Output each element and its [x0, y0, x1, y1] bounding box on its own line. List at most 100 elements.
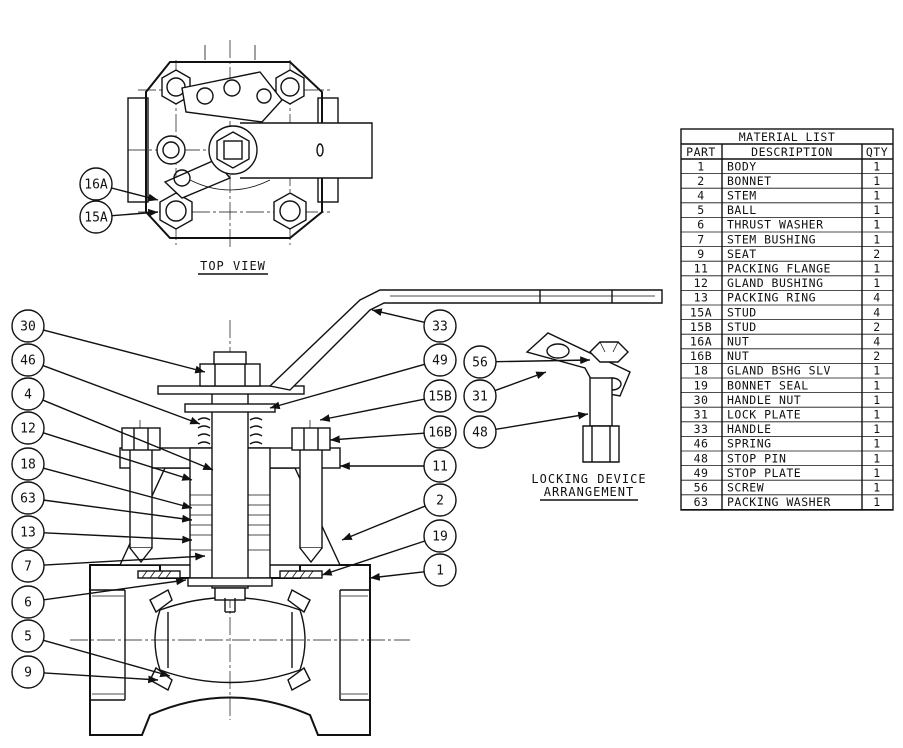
leader-line	[42, 364, 201, 425]
table-cell-qty: 4	[873, 335, 880, 349]
balloon-number: 2	[436, 494, 444, 509]
leader-line	[43, 639, 171, 678]
balloon-circle	[79, 167, 113, 201]
locking-label-line1: LOCKING DEVICE	[531, 472, 646, 486]
corner-bolt	[159, 192, 193, 230]
balloon-circle	[11, 343, 45, 377]
balloon-circle	[423, 519, 457, 553]
balloon-circle	[11, 377, 45, 411]
balloon-circle	[11, 309, 45, 343]
part-balloon-15a: 15A	[79, 200, 113, 234]
table-cell-qty: 1	[873, 276, 880, 290]
part-balloon-6: 6	[11, 585, 45, 619]
part-balloon-15b: 15B	[423, 379, 457, 413]
part-balloon-33: 33	[423, 309, 457, 343]
table-cell-qty: 1	[873, 174, 880, 188]
corner-bolt	[273, 192, 307, 230]
table-cell-part: 4	[697, 189, 704, 203]
leader-line	[43, 432, 193, 481]
part-balloon-7: 7	[11, 549, 45, 583]
table-cell-qty: 4	[873, 291, 880, 305]
header-part: PART	[686, 145, 716, 159]
leader-line	[371, 308, 425, 324]
leader-line	[341, 505, 426, 541]
part-balloon-56: 56	[463, 345, 497, 379]
balloon-circle	[423, 309, 457, 343]
leader-line	[43, 552, 206, 566]
locking-device	[525, 332, 631, 463]
leader-line	[43, 672, 159, 684]
table-cell-desc: BONNET	[727, 174, 772, 188]
table-cell-qty: 1	[873, 262, 880, 276]
leader-line	[43, 467, 193, 510]
table-cell-desc: LOCK PLATE	[727, 408, 801, 422]
table-cell-qty: 1	[873, 422, 880, 436]
header-qty: QTY	[866, 145, 888, 159]
table-cell-qty: 2	[873, 349, 880, 363]
part-balloon-12: 12	[11, 411, 45, 445]
balloon-circle	[11, 619, 45, 653]
balloon-circle	[11, 655, 45, 689]
table-cell-part: 18	[694, 364, 709, 378]
balloon-number: 16B	[428, 426, 452, 441]
part-balloon-5: 5	[11, 619, 45, 653]
balloon-number: 12	[20, 422, 36, 437]
table-cell-desc: STUD	[727, 305, 757, 319]
table-cell-part: 33	[694, 422, 709, 436]
table-cell-part: 13	[694, 291, 709, 305]
leader-line	[495, 356, 591, 365]
section-view	[70, 289, 663, 736]
table-cell-desc: PACKING RING	[727, 291, 816, 305]
table-cell-desc: THRUST WASHER	[727, 218, 824, 232]
table-cell-qty: 4	[873, 305, 880, 319]
balloon-circle	[11, 515, 45, 549]
balloon-number: 30	[20, 320, 36, 335]
balloon-number: 6	[24, 596, 32, 611]
balloon-circle	[463, 379, 497, 413]
table-cell-desc: PACKING FLANGE	[727, 262, 831, 276]
balloon-number: 1	[436, 564, 444, 579]
part-balloon-63: 63	[11, 481, 45, 515]
table-cell-qty: 1	[873, 393, 880, 407]
table-cell-part: 2	[697, 174, 704, 188]
part-balloon-48: 48	[463, 415, 497, 449]
leader-line	[321, 540, 426, 576]
table-cell-desc: SEAT	[727, 247, 757, 261]
leader-line	[42, 399, 214, 471]
part-balloon-49: 49	[423, 343, 457, 377]
leader-line	[43, 499, 193, 523]
table-cell-part: 48	[694, 451, 709, 465]
table-cell-part: 16B	[690, 349, 712, 363]
table-cell-desc: STEM	[727, 189, 757, 203]
part-balloon-4: 4	[11, 377, 45, 411]
part-balloon-18: 18	[11, 447, 45, 481]
table-cell-qty: 1	[873, 466, 880, 480]
table-cell-desc: HANDLE NUT	[727, 393, 801, 407]
table-cell-qty: 1	[873, 218, 880, 232]
balloon-number: 19	[432, 530, 448, 545]
table-cell-desc: STOP PIN	[727, 451, 786, 465]
table-cell-qty: 1	[873, 364, 880, 378]
table-cell-desc: BONNET SEAL	[727, 378, 809, 392]
top-view-label: TOP VIEW	[200, 259, 266, 273]
table-cell-part: 15A	[690, 305, 712, 319]
leader-line	[111, 187, 159, 202]
balloon-number: 18	[20, 458, 36, 473]
table-cell-part: 12	[694, 276, 709, 290]
table-cell-part: 6	[697, 218, 704, 232]
balloon-number: 46	[20, 354, 36, 369]
table-cell-qty: 1	[873, 159, 880, 173]
balloon-circle	[423, 379, 457, 413]
table-cell-qty: 1	[873, 203, 880, 217]
table-cell-part: 63	[694, 495, 709, 509]
balloon-circle	[11, 481, 45, 515]
balloon-circle	[423, 449, 457, 483]
table-cell-qty: 1	[873, 437, 880, 451]
balloon-circle	[79, 200, 113, 234]
leader-line	[111, 208, 159, 217]
balloon-circle	[11, 549, 45, 583]
balloon-number: 5	[24, 630, 32, 645]
part-balloon-13: 13	[11, 515, 45, 549]
